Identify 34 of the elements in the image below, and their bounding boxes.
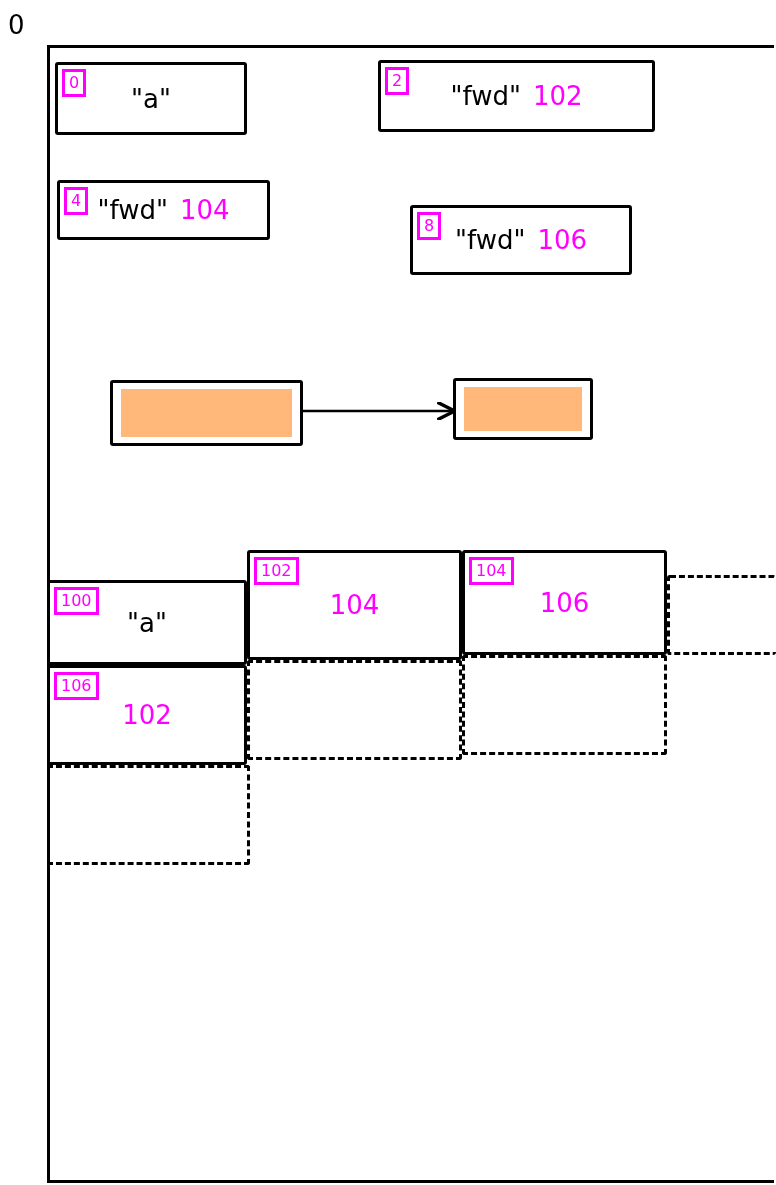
- pointer-value: 102: [532, 81, 583, 111]
- memory-cell: [57, 180, 270, 240]
- scribbled-box: [110, 380, 303, 446]
- address-tag: 0: [62, 69, 87, 97]
- string-value: "a": [131, 83, 171, 114]
- memory-cell: [410, 205, 632, 275]
- pointer-value: 102: [122, 700, 172, 730]
- frame-heading: 0: [8, 10, 25, 40]
- empty-slot: [667, 575, 776, 655]
- pointer-value: 104: [329, 590, 380, 620]
- pointer-value: 106: [537, 225, 587, 255]
- address-tag: 104: [469, 557, 514, 585]
- address-tag: 8: [417, 212, 442, 240]
- memory-cell: [47, 580, 247, 665]
- address-tag: 102: [254, 557, 299, 585]
- string-value: "fwd": [450, 81, 521, 111]
- scribbled-box: [453, 378, 593, 440]
- address-tag: 100: [54, 587, 99, 615]
- empty-slot: [462, 655, 667, 755]
- string-value: "fwd": [97, 195, 168, 225]
- memory-cell: [247, 550, 462, 660]
- string-value: "a": [127, 607, 167, 638]
- memory-cell: [462, 550, 667, 655]
- memory-cell: [378, 60, 655, 132]
- pointer-value: 104: [179, 195, 230, 225]
- memory-cell: [55, 62, 247, 135]
- address-tag: 106: [54, 672, 99, 700]
- pointer-value: 106: [539, 587, 590, 618]
- memory-cell: [47, 665, 247, 765]
- address-tag: 4: [64, 187, 89, 215]
- address-tag: 2: [385, 67, 410, 95]
- empty-slot: [247, 660, 462, 760]
- string-value: "fwd": [455, 225, 526, 255]
- empty-slot: [47, 765, 250, 865]
